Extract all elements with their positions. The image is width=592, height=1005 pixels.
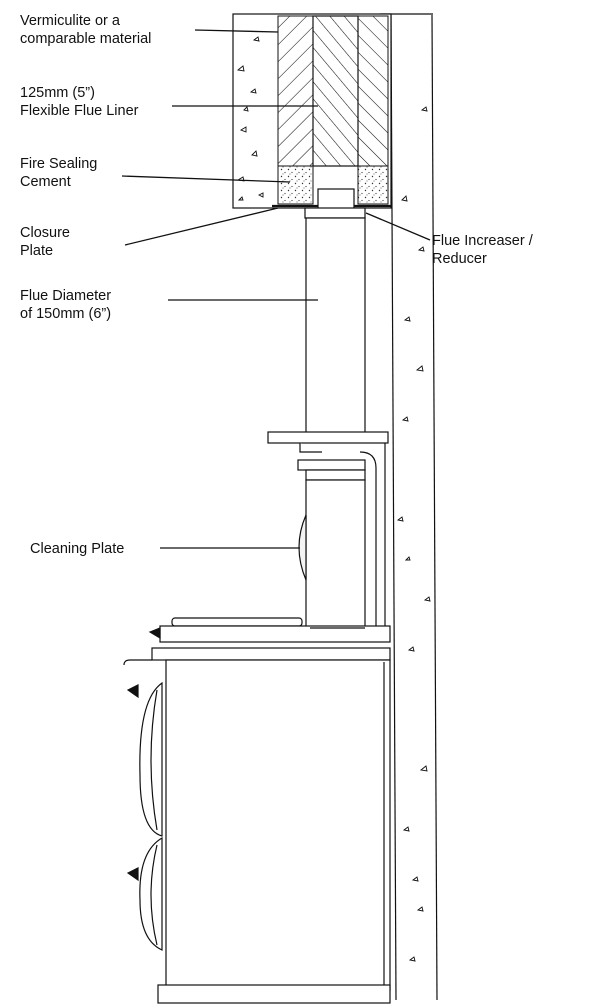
- label-cleaning-plate: Cleaning Plate: [30, 540, 124, 558]
- label-closure-plate-line2: Plate: [20, 243, 54, 259]
- label-flue-diameter-line2: of 150mm (6”): [20, 306, 112, 322]
- label-flue-liner-line2: Flexible Flue Liner: [20, 103, 139, 119]
- label-vermiculite-line1: Vermiculite or a: [20, 13, 120, 29]
- wall-aggregate: [396, 106, 431, 962]
- vermiculite-infill-right: [357, 15, 389, 167]
- label-flue-liner: 125mm (5”) Flexible Flue Liner: [20, 84, 138, 120]
- fire-sealing-cement-right: [357, 165, 389, 205]
- cleaning-plate: [298, 514, 307, 581]
- label-flue-increaser: Flue Increaser / Reducer: [432, 232, 533, 268]
- stove-hotplate: [148, 617, 391, 643]
- label-flue-increaser-line2: Reducer: [432, 251, 487, 267]
- leader-lines: [121, 29, 431, 549]
- label-fire-sealing-cement: Fire Sealing Cement: [20, 155, 97, 191]
- label-fire-cement-line2: Cement: [20, 174, 71, 190]
- stove-body: [123, 647, 391, 991]
- label-vermiculite: Vermiculite or a comparable material: [20, 12, 151, 48]
- vermiculite-infill-left: [277, 15, 314, 167]
- flue-spigot: [297, 459, 366, 631]
- stove-plinth: [157, 984, 391, 1004]
- label-closure-plate: Closure Plate: [20, 224, 70, 260]
- label-flue-liner-line1: 125mm (5”): [20, 85, 95, 101]
- heat-shield: [267, 431, 389, 641]
- label-flue-diameter-line1: Flue Diameter: [20, 288, 112, 304]
- flue-pipe: [305, 217, 366, 434]
- fire-sealing-cement-left: [277, 165, 314, 205]
- label-fire-cement-line1: Fire Sealing: [20, 156, 98, 172]
- flexible-flue-liner: [312, 15, 359, 167]
- label-vermiculite-line2: comparable material: [20, 31, 152, 47]
- chimney-breast-aggregate: [236, 36, 264, 201]
- label-flue-diameter: Flue Diameter of 150mm (6”): [20, 287, 111, 323]
- oven-door-upper: [126, 681, 163, 837]
- label-closure-plate-line1: Closure: [20, 225, 70, 241]
- label-cleaning-plate-line1: Cleaning Plate: [30, 541, 125, 557]
- oven-door-lower: [126, 836, 163, 951]
- label-flue-increaser-line1: Flue Increaser /: [432, 233, 533, 249]
